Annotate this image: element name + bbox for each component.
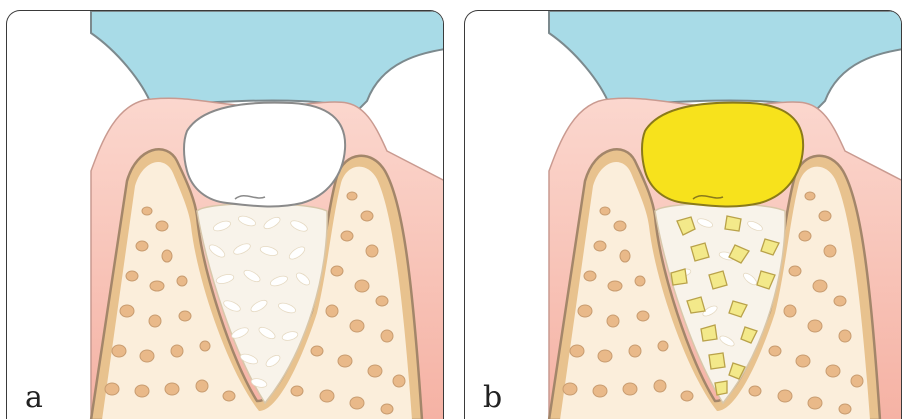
panel-a: a xyxy=(6,10,444,419)
collagen-plug xyxy=(184,103,345,207)
panel-label: a xyxy=(25,383,43,413)
panel-label: b xyxy=(483,383,502,413)
diagram-b xyxy=(465,11,902,419)
tooth-crown xyxy=(91,11,444,111)
collagen-membrane xyxy=(642,103,803,207)
panel-b: b xyxy=(464,10,902,419)
diagram-a xyxy=(7,11,444,419)
tooth-crown xyxy=(549,11,902,111)
